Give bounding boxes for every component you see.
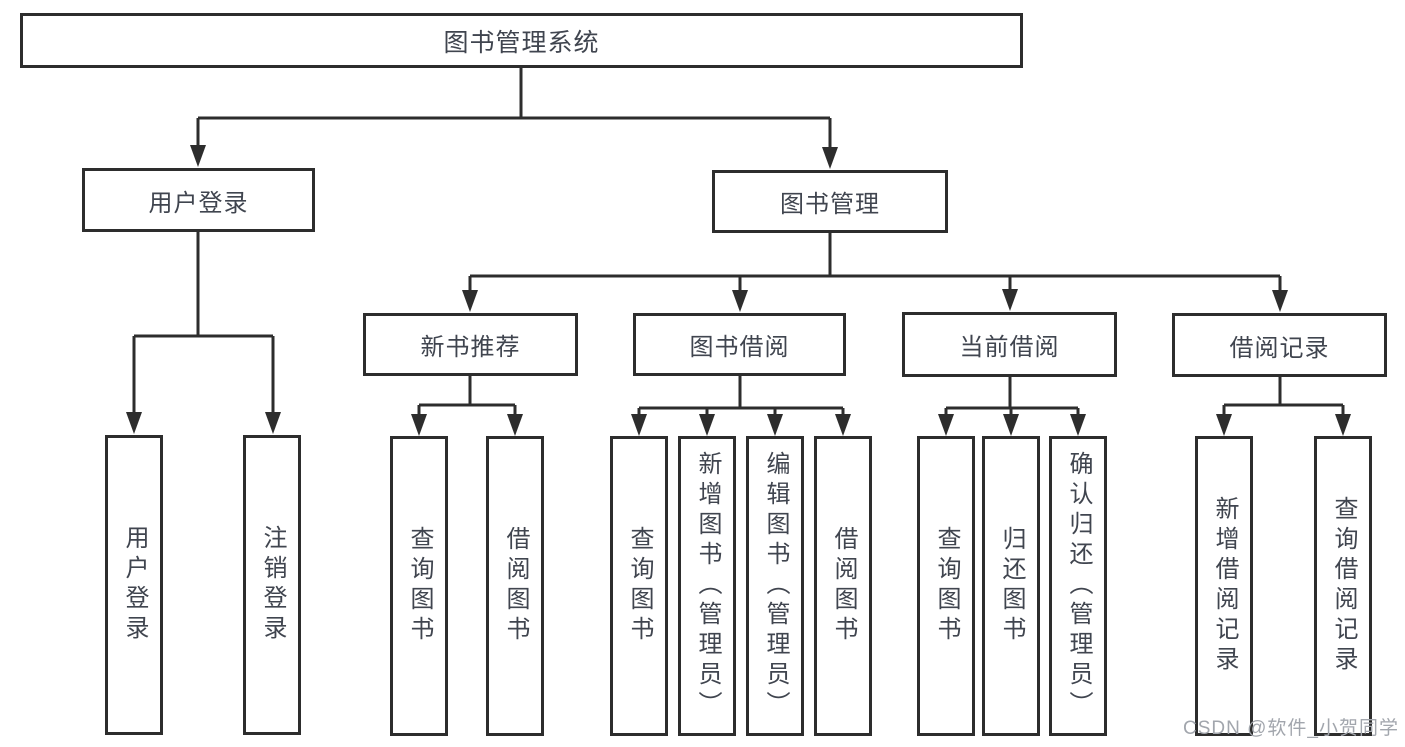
node-label: 新书推荐	[420, 334, 521, 361]
node-new-book-recommend: 新书推荐	[363, 313, 578, 376]
leaf-label: 查询借阅记录	[1330, 496, 1357, 676]
leaf-query-books-recommend: 查询图书	[390, 436, 448, 736]
leaf-label: 查询图书	[406, 526, 433, 646]
leaf-logout: 注销登录	[243, 435, 301, 735]
leaf-label: 用户登录	[121, 525, 148, 645]
leaf-label: 编辑图书（管理员）	[762, 451, 789, 721]
node-label: 当前借阅	[959, 334, 1060, 361]
node-label: 借阅记录	[1229, 334, 1330, 362]
leaf-label: 新增借阅记录	[1211, 496, 1238, 676]
node-label: 图书管理系统	[443, 28, 600, 57]
leaf-label: 查询图书	[933, 526, 960, 646]
watermark: CSDN @软件_小贺同学	[1183, 718, 1399, 739]
node-label: 图书借阅	[689, 334, 790, 361]
leaf-label: 归还图书	[998, 526, 1025, 646]
leaf-label: 注销登录	[259, 525, 286, 645]
leaf-label: 借阅图书	[502, 526, 529, 646]
leaf-label: 借阅图书	[830, 526, 857, 646]
leaf-label: 查询图书	[626, 526, 653, 646]
leaf-borrow-books-borrow: 借阅图书	[814, 436, 872, 736]
node-label: 图书管理	[780, 191, 880, 218]
leaf-return-book: 归还图书	[982, 436, 1040, 736]
node-book-management: 图书管理	[712, 170, 948, 233]
leaf-query-borrow-record: 查询借阅记录	[1314, 436, 1372, 736]
leaf-add-borrow-record: 新增借阅记录	[1195, 436, 1253, 736]
leaf-borrow-books-recommend: 借阅图书	[486, 436, 544, 736]
arrowheads	[126, 145, 1351, 436]
node-label: 用户登录	[148, 189, 249, 217]
leaf-label: 新增图书（管理员）	[694, 451, 721, 721]
leaf-query-books-borrow: 查询图书	[610, 436, 668, 736]
node-library-management-system: 图书管理系统	[20, 13, 1023, 68]
node-current-borrow: 当前借阅	[902, 312, 1117, 377]
node-user-login: 用户登录	[82, 168, 315, 232]
leaf-user-login: 用户登录	[105, 435, 163, 735]
node-book-borrow: 图书借阅	[633, 313, 846, 376]
node-borrow-records: 借阅记录	[1172, 313, 1387, 377]
leaf-edit-book-admin: 编辑图书（管理员）	[746, 436, 804, 736]
leaf-add-book-admin: 新增图书（管理员）	[678, 436, 736, 736]
leaf-confirm-return-admin: 确认归还（管理员）	[1049, 436, 1107, 736]
leaf-query-books-current: 查询图书	[917, 436, 975, 736]
leaf-label: 确认归还（管理员）	[1065, 451, 1092, 721]
